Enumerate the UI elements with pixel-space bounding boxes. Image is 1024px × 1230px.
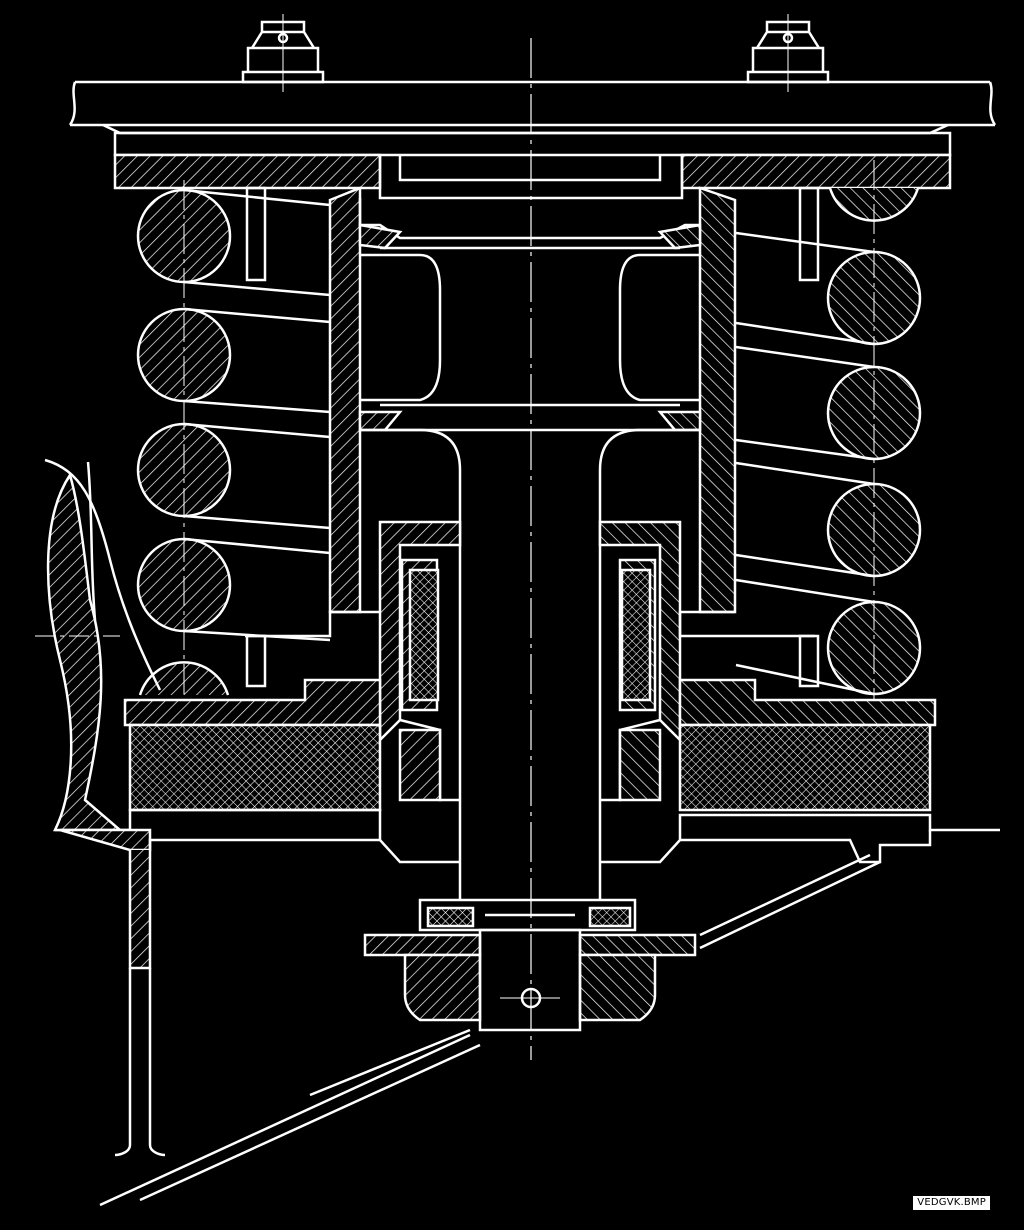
top-frame <box>68 80 997 157</box>
lower-spring-seat <box>123 610 937 812</box>
spring-right <box>735 160 922 700</box>
figure-caption: VEDGVK.BMP <box>913 1196 990 1210</box>
upper-spring-seat <box>113 153 952 200</box>
spring-left <box>136 180 331 700</box>
bottom-nut <box>363 898 697 1032</box>
bolt-right <box>746 14 830 92</box>
housing <box>328 186 737 614</box>
lower-frame <box>35 458 1000 1157</box>
upper-guide-left <box>245 186 267 282</box>
bearing-bushing <box>378 520 682 802</box>
bolt-left <box>241 14 325 92</box>
piston <box>360 253 700 900</box>
linkage-lines <box>99 853 881 1207</box>
upper-guide-right <box>798 186 820 282</box>
